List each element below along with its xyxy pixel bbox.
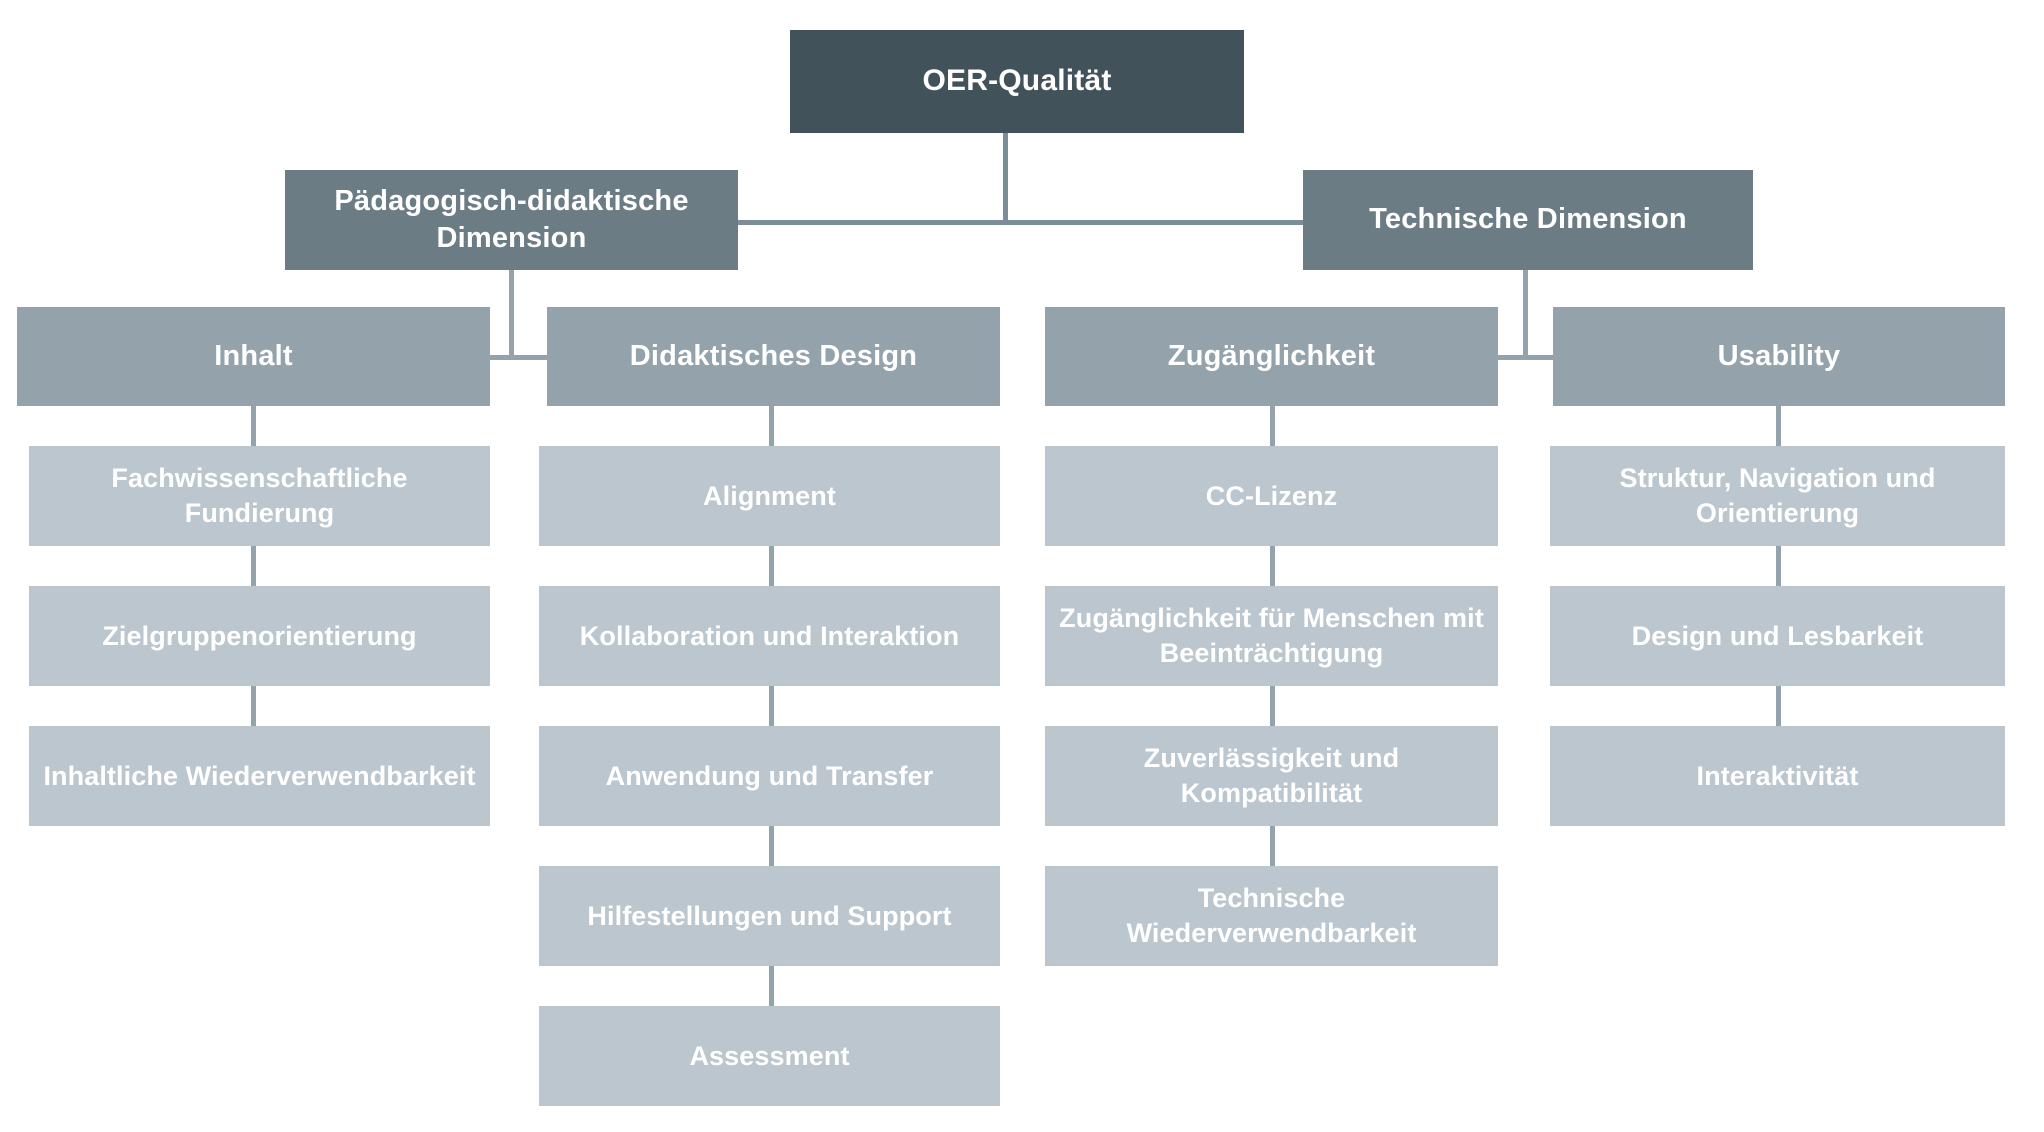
node-leaf-hilfestellungen-und-support[interactable]: Hilfestellungen und Support bbox=[539, 866, 1000, 966]
node-category-didaktisches-design[interactable]: Didaktisches Design bbox=[547, 307, 1000, 406]
node-dimension-technische[interactable]: Technische Dimension bbox=[1303, 170, 1753, 270]
connector-zugaenglichkeit-stem-3 bbox=[1270, 686, 1275, 726]
node-leaf-technische-wiederverwendbarkeit[interactable]: Technische Wiederverwendbarkeit bbox=[1045, 866, 1498, 966]
connector-left-dimension-down bbox=[509, 270, 514, 360]
node-leaf-struktur-navigation-und-orientierung[interactable]: Struktur, Navigation und Orientierung bbox=[1550, 446, 2005, 546]
node-leaf-zugaenglichkeit-fuer-menschen-mit-beeintraechtigung[interactable]: Zugänglichkeit für Menschen mit Beeinträ… bbox=[1045, 586, 1498, 686]
connector-didaktisches-design-stem-5 bbox=[769, 966, 774, 1006]
node-leaf-zuverlaessigkeit-und-kompatibilitaet[interactable]: Zuverlässigkeit und Kompatibilität bbox=[1045, 726, 1498, 826]
connector-right-dimension-down bbox=[1523, 270, 1528, 360]
connector-root-down bbox=[1003, 133, 1008, 223]
node-leaf-alignment[interactable]: Alignment bbox=[539, 446, 1000, 546]
connector-didaktisches-design-stem-4 bbox=[769, 826, 774, 866]
connector-usability-stem-3 bbox=[1776, 686, 1781, 726]
connector-left-category-bus bbox=[490, 355, 547, 360]
connector-usability-stem-2 bbox=[1776, 546, 1781, 586]
connector-inhalt-stem-2 bbox=[251, 546, 256, 586]
connector-didaktisches-design-stem-3 bbox=[769, 686, 774, 726]
node-leaf-interaktivitaet[interactable]: Interaktivität bbox=[1550, 726, 2005, 826]
connector-dimension-bus bbox=[738, 220, 1303, 225]
node-category-usability[interactable]: Usability bbox=[1553, 307, 2005, 406]
connector-zugaenglichkeit-stem-2 bbox=[1270, 546, 1275, 586]
connector-zugaenglichkeit-stem-1 bbox=[1270, 406, 1275, 446]
connector-zugaenglichkeit-stem-4 bbox=[1270, 826, 1275, 866]
node-category-inhalt[interactable]: Inhalt bbox=[17, 307, 490, 406]
node-leaf-kollaboration-und-interaktion[interactable]: Kollaboration und Interaktion bbox=[539, 586, 1000, 686]
connector-inhalt-stem-1 bbox=[251, 406, 256, 446]
node-leaf-design-und-lesbarkeit[interactable]: Design und Lesbarkeit bbox=[1550, 586, 2005, 686]
node-leaf-anwendung-und-transfer[interactable]: Anwendung und Transfer bbox=[539, 726, 1000, 826]
node-category-zugaenglichkeit[interactable]: Zugänglichkeit bbox=[1045, 307, 1498, 406]
connector-didaktisches-design-stem-2 bbox=[769, 546, 774, 586]
connector-usability-stem-1 bbox=[1776, 406, 1781, 446]
node-leaf-cc-lizenz[interactable]: CC-Lizenz bbox=[1045, 446, 1498, 546]
connector-inhalt-stem-3 bbox=[251, 686, 256, 726]
node-root-oer-qualitaet[interactable]: OER-Qualität bbox=[790, 30, 1244, 133]
node-dimension-paedagogisch-didaktische[interactable]: Pädagogisch-didaktische Dimension bbox=[285, 170, 738, 270]
node-leaf-zielgruppenorientierung[interactable]: Zielgruppenorientierung bbox=[29, 586, 490, 686]
connector-right-category-bus bbox=[1498, 355, 1553, 360]
node-leaf-assessment[interactable]: Assessment bbox=[539, 1006, 1000, 1106]
connector-didaktisches-design-stem-1 bbox=[769, 406, 774, 446]
node-leaf-inhaltliche-wiederverwendbarkeit[interactable]: Inhaltliche Wiederverwendbarkeit bbox=[29, 726, 490, 826]
node-leaf-fachwissenschaftliche-fundierung[interactable]: Fachwissenschaftliche Fundierung bbox=[29, 446, 490, 546]
